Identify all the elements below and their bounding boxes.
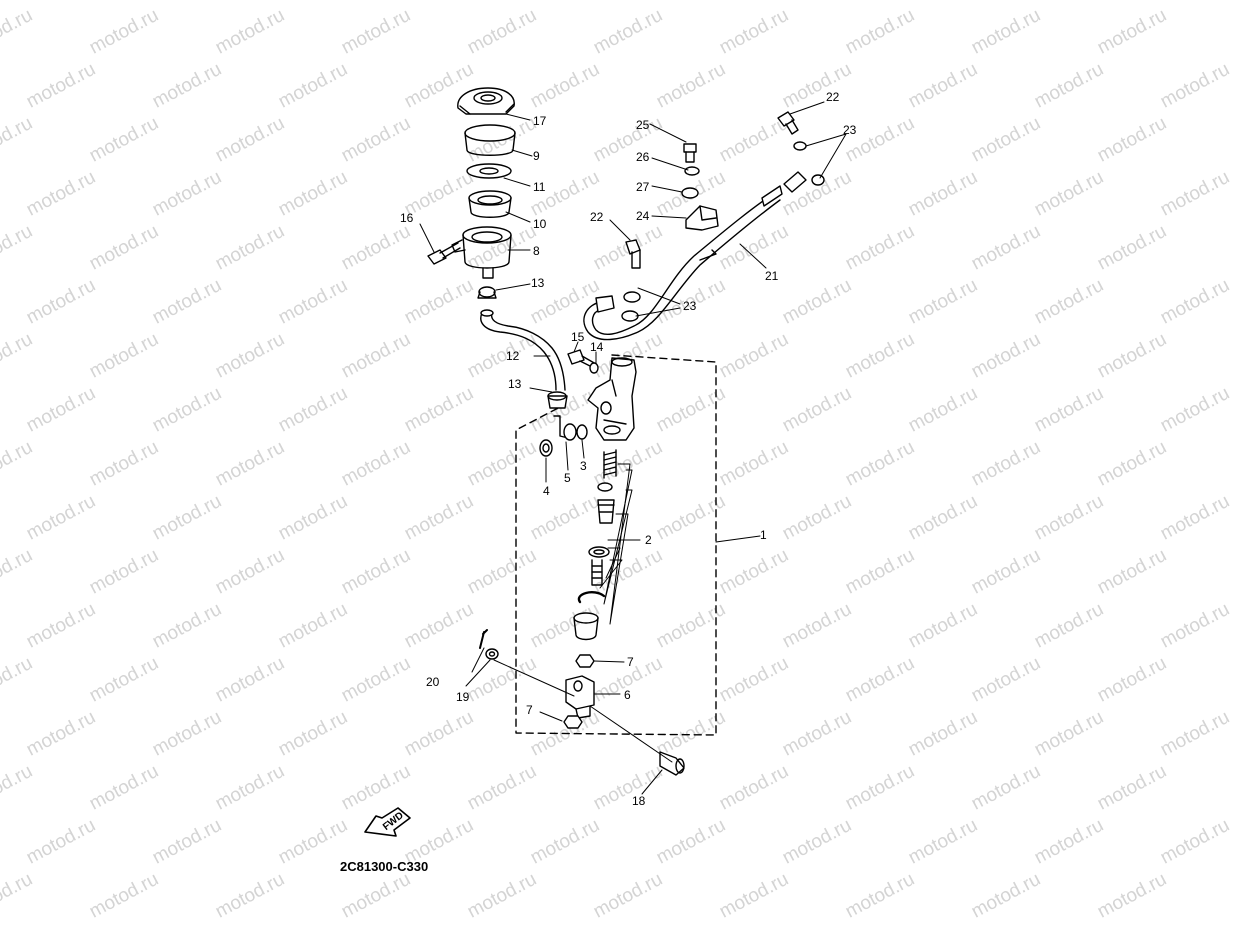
callout-18: 18 — [632, 794, 646, 808]
reservoir-8 — [451, 226, 512, 279]
washer-23-d — [811, 174, 825, 186]
bolt-16 — [427, 242, 461, 265]
cup-2 — [588, 546, 610, 558]
callout-2: 2 — [645, 533, 652, 547]
callout-17: 17 — [533, 114, 547, 128]
pin-18 — [659, 751, 685, 776]
brake-hose-21 — [583, 171, 807, 341]
callout-26: 26 — [636, 150, 650, 164]
push-rod — [591, 559, 603, 586]
callout-11: 11 — [533, 180, 546, 194]
washer-23-c — [793, 141, 807, 151]
bolt-22-left — [625, 239, 641, 269]
washer-26 — [684, 166, 700, 176]
callout-5: 5 — [564, 471, 571, 485]
washer-23-a — [623, 291, 641, 303]
reservoir-cap-icon — [457, 87, 515, 115]
callout-23-left: 23 — [683, 299, 697, 313]
callout-19: 19 — [456, 690, 470, 704]
leader-lines — [419, 101, 847, 795]
callout-6: 6 — [624, 688, 631, 702]
boot — [573, 612, 599, 641]
assembly-outline — [515, 354, 717, 736]
cap-9 — [464, 124, 516, 156]
master-cylinder-icon — [587, 357, 637, 441]
washer-27 — [681, 187, 699, 199]
callout-22-left: 22 — [590, 210, 604, 224]
circlip — [577, 591, 606, 604]
clamp-13-top — [477, 286, 497, 299]
callout-1: 1 — [760, 528, 767, 542]
callout-14: 14 — [590, 340, 604, 354]
diaphragm-11 — [466, 163, 512, 179]
callout-21: 21 — [765, 269, 779, 283]
callout-10: 10 — [533, 217, 547, 231]
bolt-22-right — [777, 111, 799, 135]
nut-7-top — [575, 654, 595, 668]
clamp-13-bottom — [547, 391, 568, 409]
piston — [597, 482, 615, 524]
seal-4 — [539, 439, 553, 457]
callout-12: 12 — [506, 349, 520, 363]
clevis-6 — [565, 675, 595, 719]
callout-25: 25 — [636, 118, 650, 132]
callout-20: 20 — [426, 675, 440, 689]
diagram-code: 2C81300-C330 — [340, 859, 429, 874]
fitting-5 — [553, 415, 577, 441]
bolt-25 — [683, 143, 697, 163]
cotter-pin-20 — [479, 629, 488, 649]
callout-13-bottom: 13 — [508, 377, 522, 391]
nut-7-bottom — [563, 715, 583, 729]
callout-15: 15 — [571, 330, 585, 344]
hose-icon — [480, 309, 566, 391]
washer-14 — [589, 362, 599, 374]
callout-7-top: 7 — [627, 655, 634, 669]
callout-22-right: 22 — [826, 90, 840, 104]
seal-10 — [468, 190, 512, 218]
callout-27: 27 — [636, 180, 650, 194]
callout-4: 4 — [543, 484, 550, 498]
callout-8: 8 — [533, 244, 540, 258]
callout-9: 9 — [533, 149, 540, 163]
spring — [603, 449, 617, 479]
oring-3 — [576, 424, 588, 440]
callout-24: 24 — [636, 209, 650, 223]
callout-16: 16 — [400, 211, 414, 225]
hose-guide-24 — [685, 205, 719, 231]
callout-13-top: 13 — [531, 276, 545, 290]
washer-19 — [485, 648, 499, 660]
fwd-arrow-icon — [364, 807, 411, 837]
callout-7-bottom: 7 — [526, 703, 533, 717]
callout-3: 3 — [580, 459, 587, 473]
callout-23-right: 23 — [843, 123, 857, 137]
